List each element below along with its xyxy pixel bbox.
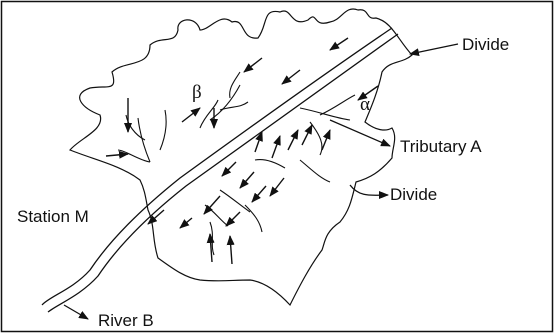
- watershed-outline: [69, 8, 413, 307]
- label-alpha: α: [360, 94, 370, 115]
- flow-arrow: [301, 124, 313, 146]
- flow-arrows: [105, 37, 379, 265]
- flow-arrow: [181, 107, 201, 123]
- label-beta: β: [192, 82, 202, 103]
- divide-bottom-pointer: [349, 184, 389, 200]
- flow-arrow: [206, 233, 215, 263]
- river-b-left-bank: [41, 27, 393, 306]
- flow-arrow: [221, 161, 237, 177]
- flow-arrow: [225, 211, 241, 227]
- label-divide-top: Divide: [462, 35, 509, 54]
- tributary-a-pointer: [329, 119, 391, 147]
- label-divide-bottom: Divide: [390, 185, 437, 204]
- flow-arrow: [239, 171, 255, 189]
- label-pointers: [63, 43, 459, 320]
- flow-arrow: [105, 150, 129, 159]
- flow-arrow: [179, 217, 193, 229]
- river-b-pointer: [63, 304, 89, 320]
- flow-arrow: [321, 129, 331, 151]
- divide-top-pointer: [409, 43, 459, 57]
- flow-arrow: [269, 177, 285, 197]
- tributary-beta: [117, 71, 249, 163]
- label-river-b: River B: [98, 311, 154, 330]
- flow-arrow: [357, 85, 379, 101]
- flow-arrow: [243, 57, 263, 73]
- label-tributary-a: Tributary A: [400, 137, 482, 156]
- flow-arrow: [147, 209, 165, 225]
- label-station-m: Station M: [17, 207, 89, 226]
- flow-arrow: [281, 69, 301, 85]
- flow-arrow: [254, 131, 263, 153]
- river-b-right-bank: [47, 33, 399, 313]
- flow-arrow: [226, 235, 235, 265]
- flow-arrow: [203, 195, 221, 215]
- flow-arrow: [271, 135, 281, 159]
- flow-arrow: [329, 37, 349, 51]
- flow-arrow: [251, 185, 267, 203]
- flow-arrow: [287, 129, 299, 151]
